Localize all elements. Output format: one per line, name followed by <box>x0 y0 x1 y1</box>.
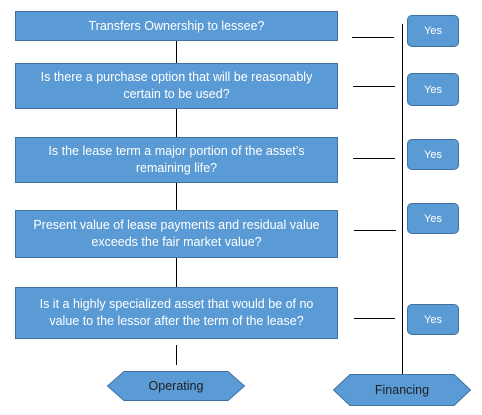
connector-down-to-operating <box>176 345 177 365</box>
question-box-lease-term: Is the lease term a major portion of the… <box>15 137 338 183</box>
financing-hexagon-shape <box>332 374 472 406</box>
financing-label: Financing <box>374 383 430 397</box>
question-text: Is it a highly specialized asset that wo… <box>39 297 314 328</box>
yes-box-1: Yes <box>407 15 459 47</box>
connector-right-3 <box>353 158 395 159</box>
question-box-present-value: Present value of lease payments and resi… <box>15 210 338 258</box>
yes-box-5: Yes <box>407 304 459 335</box>
question-text: Present value of lease payments and resi… <box>33 218 320 249</box>
yes-label: Yes <box>424 25 442 37</box>
question-box-purchase-option: Is there a purchase option that will be … <box>15 63 338 109</box>
operating-hexagon-shape <box>106 371 246 401</box>
yes-box-4: Yes <box>407 203 459 234</box>
yes-label: Yes <box>424 313 442 326</box>
connector-right-4 <box>354 230 396 231</box>
yes-box-2: Yes <box>407 73 459 106</box>
connector-down-2 <box>176 109 177 137</box>
connector-down-4 <box>176 258 177 287</box>
financing-spine <box>402 24 403 374</box>
operating-label: Operating <box>148 379 204 393</box>
yes-label: Yes <box>424 212 442 225</box>
question-box-ownership-transfer: Transfers Ownership to lessee? <box>15 11 338 41</box>
financing-outcome: Financing <box>332 374 472 406</box>
question-box-specialized-asset: Is it a highly specialized asset that wo… <box>15 287 338 339</box>
question-text: Is there a purchase option that will be … <box>40 70 313 101</box>
connector-right-5 <box>354 318 395 319</box>
connector-right-2 <box>353 86 395 87</box>
connector-right-1 <box>352 37 394 38</box>
connector-down-1 <box>176 41 177 63</box>
question-text: Is the lease term a major portion of the… <box>48 144 305 175</box>
yes-label: Yes <box>424 83 442 96</box>
operating-outcome: Operating <box>106 371 246 401</box>
yes-label: Yes <box>424 148 442 161</box>
question-text: Transfers Ownership to lessee? <box>88 18 265 33</box>
connector-down-3 <box>176 183 177 210</box>
yes-box-3: Yes <box>407 139 459 170</box>
